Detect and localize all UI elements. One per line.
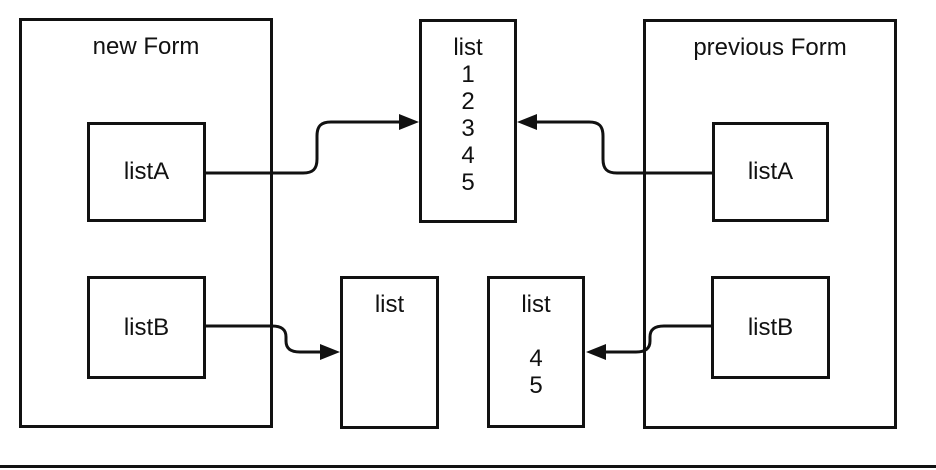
merged-list-item: 3 xyxy=(461,115,475,142)
previous-form-lista-label: listA xyxy=(747,158,794,185)
partial-list-item: 5 xyxy=(529,372,543,399)
merged-list-item: 1 xyxy=(461,61,475,88)
merged-list-item: 4 xyxy=(461,142,475,169)
previous-form-listb-label: listB xyxy=(747,313,794,341)
merged-list-item: 5 xyxy=(461,169,475,196)
new-form-lista-box: listA xyxy=(87,122,206,222)
partial-list-item: 4 xyxy=(529,345,543,372)
empty-list-box: list xyxy=(340,276,439,429)
merged-list-item: 2 xyxy=(461,88,475,115)
new-form-listb-box: listB xyxy=(87,276,206,379)
merged-list-title: list xyxy=(453,34,483,61)
previous-form-listb-box: listB xyxy=(711,276,830,379)
new-form-lista-label: listA xyxy=(123,158,170,185)
new-form-listb-label: listB xyxy=(123,313,170,341)
previous-form-title: previous Form xyxy=(693,34,847,61)
partial-list-title: list xyxy=(521,291,551,318)
partial-list-box: list 4 5 xyxy=(487,276,585,428)
bottom-divider xyxy=(0,465,936,468)
merged-list-box: list 1 2 3 4 5 xyxy=(419,19,517,223)
previous-form-lista-box: listA xyxy=(712,122,829,222)
new-form-title: new Form xyxy=(92,33,200,60)
empty-list-title: list xyxy=(374,291,405,318)
